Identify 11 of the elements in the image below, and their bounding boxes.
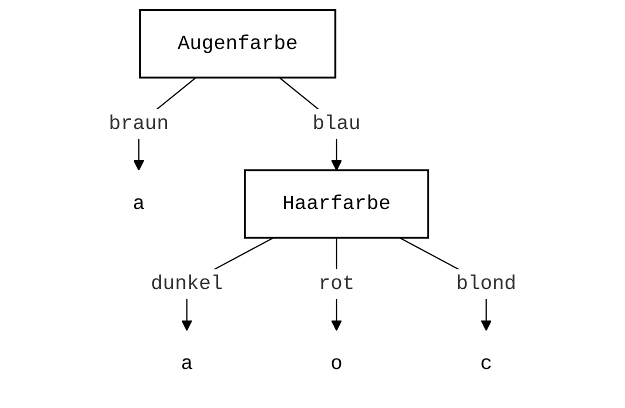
edge-label: rot [318, 272, 355, 296]
edge-label: braun [108, 112, 169, 136]
edge-label: blau [312, 112, 361, 136]
node-box: Augenfarbe [139, 9, 336, 79]
node-box: Haarfarbe [244, 169, 430, 239]
edge-label: dunkel [150, 272, 223, 296]
edge-label: blond [456, 272, 516, 296]
node-text: a [132, 192, 145, 216]
node-text: c [480, 352, 492, 376]
node-text: o [330, 352, 343, 376]
node-text: a [180, 352, 193, 376]
